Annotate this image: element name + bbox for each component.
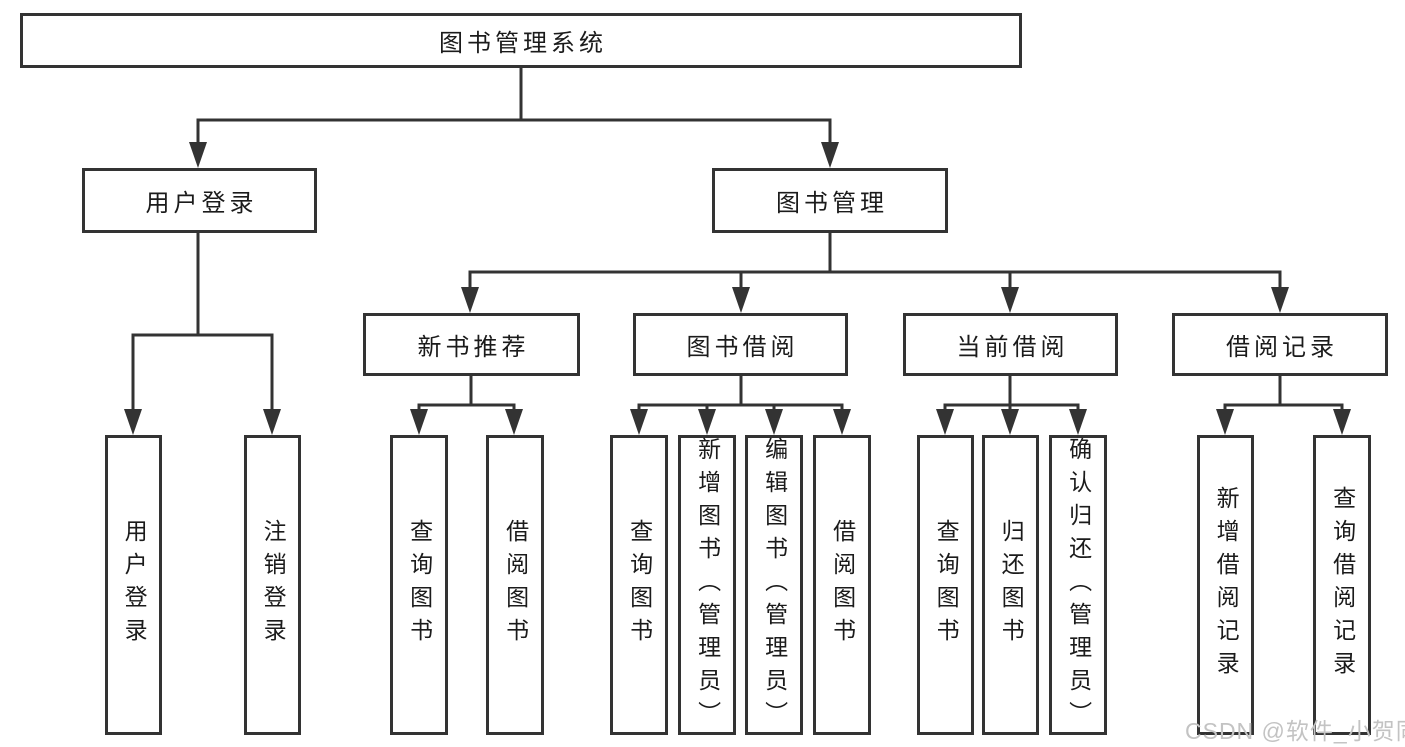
connector-borrow-split — [637, 403, 844, 412]
arrowhead-icon — [732, 287, 750, 313]
node-book-borrowing-label: 图书借阅 — [686, 334, 799, 361]
arrowhead-icon — [1001, 287, 1019, 313]
node-current-borrowing: 当前借阅 — [903, 313, 1118, 376]
connector-userlogin-split — [131, 333, 274, 411]
arrowhead-icon — [410, 409, 428, 435]
arrowhead-icon — [698, 409, 716, 435]
connector-newbooks-split — [417, 403, 516, 412]
leaf-records-add-record-label: 新增借阅记录 — [1213, 486, 1240, 684]
arrowhead-icon — [936, 409, 954, 435]
arrowhead-icon — [1069, 409, 1087, 435]
node-user-login-label: 用户登录 — [145, 190, 258, 217]
leaf-current-query-books: 查询图书 — [917, 435, 974, 735]
leaf-logout: 注销登录 — [244, 435, 301, 735]
arrowhead-icon — [1333, 409, 1351, 435]
arrowhead-icon — [1001, 409, 1019, 435]
leaf-borrowing-query-books: 查询图书 — [610, 435, 668, 735]
leaf-borrowing-borrow-books: 借阅图书 — [813, 435, 871, 735]
leaf-current-confirm-return-admin-label: 确认归还（管理员） — [1065, 436, 1092, 734]
node-borrowing-records-label: 借阅记录 — [1226, 334, 1338, 361]
leaf-borrowing-query-books-label: 查询图书 — [626, 519, 653, 651]
node-book-management-system-label: 图书管理系统 — [439, 30, 607, 57]
leaf-newbooks-borrow-books: 借阅图书 — [486, 435, 544, 735]
node-borrowing-records: 借阅记录 — [1172, 313, 1388, 376]
node-user-login: 用户登录 — [82, 168, 317, 233]
leaf-newbooks-query-books-label: 查询图书 — [406, 519, 433, 651]
leaf-user-login: 用户登录 — [105, 435, 162, 735]
connector-bookmgmt-split — [468, 270, 1282, 289]
connector-records-split — [1223, 403, 1344, 412]
leaf-borrowing-add-books-admin: 新增图书（管理员） — [678, 435, 736, 735]
leaf-borrowing-edit-books-admin-label: 编辑图书（管理员） — [761, 436, 788, 734]
leaf-borrowing-add-books-admin-label: 新增图书（管理员） — [694, 436, 721, 734]
leaf-records-query-record-label: 查询借阅记录 — [1329, 486, 1356, 684]
arrowhead-icon — [124, 409, 142, 435]
leaf-newbooks-borrow-books-label: 借阅图书 — [502, 519, 529, 651]
arrowhead-icon — [1271, 287, 1289, 313]
leaf-current-confirm-return-admin: 确认归还（管理员） — [1049, 435, 1107, 735]
leaf-borrowing-edit-books-admin: 编辑图书（管理员） — [745, 435, 803, 735]
leaf-records-query-record: 查询借阅记录 — [1313, 435, 1371, 735]
leaf-borrowing-borrow-books-label: 借阅图书 — [829, 519, 856, 651]
node-new-book-recommend: 新书推荐 — [363, 313, 580, 376]
node-current-borrowing-label: 当前借阅 — [956, 334, 1069, 361]
node-book-management-system: 图书管理系统 — [20, 13, 1022, 68]
node-book-management: 图书管理 — [712, 168, 948, 233]
connector-bookmgmt-middrops — [739, 272, 1012, 289]
leaf-current-query-books-label: 查询图书 — [933, 519, 960, 651]
node-new-book-recommend-label: 新书推荐 — [417, 334, 530, 361]
connector-root-split — [196, 118, 832, 144]
arrowhead-icon — [1216, 409, 1234, 435]
leaf-records-add-record: 新增借阅记录 — [1197, 435, 1254, 735]
arrowhead-icon — [630, 409, 648, 435]
arrowhead-icon — [821, 142, 839, 168]
arrowhead-icon — [263, 409, 281, 435]
leaf-current-return-books-label: 归还图书 — [998, 519, 1025, 651]
leaf-logout-label: 注销登录 — [260, 519, 287, 651]
leaf-user-login-label: 用户登录 — [121, 519, 148, 651]
leaf-newbooks-query-books: 查询图书 — [390, 435, 448, 735]
arrowhead-icon — [765, 409, 783, 435]
arrowhead-icon — [505, 409, 523, 435]
arrowhead-icon — [833, 409, 851, 435]
node-book-management-label: 图书管理 — [776, 190, 888, 217]
node-book-borrowing: 图书借阅 — [633, 313, 848, 376]
arrowhead-icon — [461, 287, 479, 313]
leaf-current-return-books: 归还图书 — [982, 435, 1039, 735]
arrowhead-icon — [189, 142, 207, 168]
